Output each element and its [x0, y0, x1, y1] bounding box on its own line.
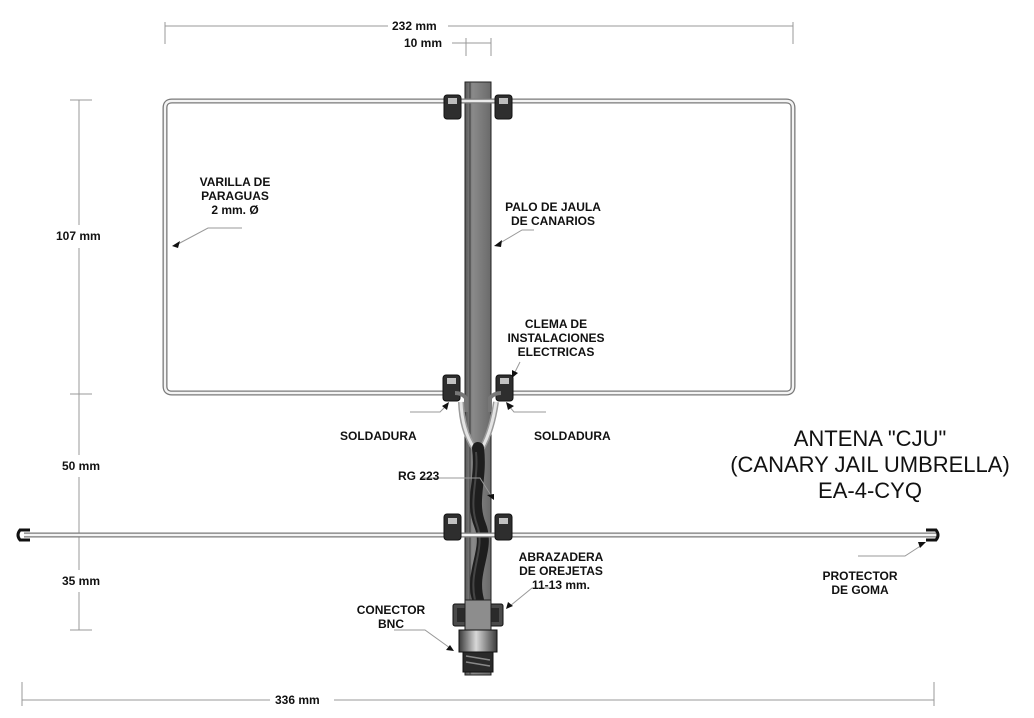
- label-rubber-line1: PROTECTOR: [822, 569, 898, 583]
- label-terminal-line2: INSTALACIONES: [507, 331, 605, 345]
- label-rubber-line2: DE GOMA: [831, 583, 889, 597]
- label-mast-line1: PALO DE JAULA: [505, 200, 601, 214]
- label-solder-right: SOLDADURA: [534, 429, 611, 443]
- top-clamp-nuts: [443, 94, 513, 120]
- label-mast: PALO DE JAULA DE CANARIOS: [498, 200, 608, 228]
- label-coax: RG 223: [398, 469, 440, 483]
- dim-loop-height: 107 mm: [56, 229, 101, 243]
- diagram-title: ANTENA "CJU" (CANARY JAIL UMBRELLA) EA-4…: [712, 426, 1028, 504]
- dim-width-total: 232 mm: [392, 19, 437, 33]
- dimension-lines: [21, 22, 935, 706]
- label-clamp-line2: DE OREJETAS: [519, 564, 603, 578]
- label-clamp-line3: 11-13 mm.: [531, 578, 591, 592]
- label-clamp: ABRAZADERA DE OREJETAS 11-13 mm.: [506, 550, 616, 592]
- title-line3: EA-4-CYQ: [818, 478, 922, 503]
- mid-clamp-nuts: [443, 513, 513, 541]
- dim-below-radial: 35 mm: [62, 574, 101, 588]
- label-connector-line1: CONECTOR: [356, 603, 426, 617]
- bnc-connector: [458, 629, 498, 673]
- rubber-caps: [16, 528, 940, 542]
- label-rod-line2: PARAGUAS: [201, 189, 269, 203]
- title-line1: ANTENA "CJU": [793, 426, 947, 451]
- label-mast-line2: DE CANARIOS: [510, 214, 595, 228]
- dim-radial-length: 336 mm: [275, 693, 320, 707]
- label-connector-line2: BNC: [378, 617, 404, 631]
- label-solder-left: SOLDADURA: [340, 429, 417, 443]
- label-terminal-line1: CLEMA DE: [524, 317, 588, 331]
- label-rod-line1: VARILLA DE: [199, 175, 271, 189]
- dim-gap-to-radial: 50 mm: [62, 459, 101, 473]
- label-rubber: PROTECTOR DE GOMA: [808, 569, 912, 597]
- terminal-block: [442, 374, 514, 412]
- hose-clamp: [452, 599, 504, 631]
- label-rod-line3: 2 mm. Ø: [211, 203, 259, 217]
- label-rod: VARILLA DE PARAGUAS 2 mm. Ø: [180, 175, 290, 217]
- label-connector: CONECTOR BNC: [346, 603, 436, 631]
- leader-arrows: [172, 240, 926, 651]
- label-terminal: CLEMA DE INSTALACIONES ELECTRICAS: [500, 317, 612, 359]
- label-clamp-line1: ABRAZADERA: [518, 550, 604, 564]
- label-terminal-line3: ELECTRICAS: [517, 345, 595, 359]
- dim-mast-width: 10 mm: [404, 36, 443, 50]
- title-line2: (CANARY JAIL UMBRELLA): [730, 452, 1010, 477]
